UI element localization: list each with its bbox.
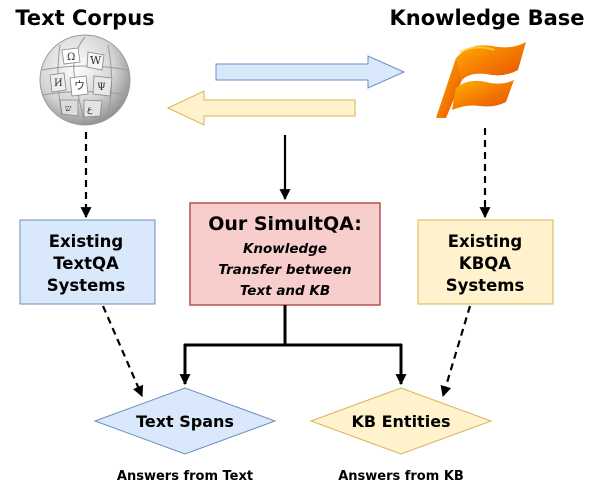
text-direction-arrow [166,90,356,126]
textqa-to-text-spans-arrow [101,305,144,398]
svg-text:ウ: ウ [74,79,85,92]
simultqa-branch-arrows [179,305,407,386]
kbqa-line-3: Systems [446,276,525,295]
answers-from-kb-caption: Answers from KB [338,469,464,484]
textqa-line-3: Systems [47,276,126,295]
textqa-line-1: Existing [49,232,124,251]
freebase-logo-icon [436,42,526,118]
kbqa-line-1: Existing [448,232,523,251]
simultqa-sub-line-1: Knowledge [243,241,327,257]
textqa-line-2: TextQA [53,254,119,273]
simultqa-sub-line-3: Text and KB [240,283,330,299]
kbqa-to-kb-entities-arrow [440,305,472,398]
svg-text:ع: ع [87,105,93,115]
knowledge-base-header: Knowledge Base [389,6,584,30]
kb-direction-arrow [215,55,406,89]
svg-text:W: W [90,54,102,67]
svg-text:Ψ: Ψ [97,82,106,93]
svg-text:И: И [54,78,63,89]
svg-text:ש: ש [65,104,72,114]
simultqa-sub-line-2: Transfer between [218,262,351,278]
svg-text:Ω: Ω [67,52,75,63]
text-spans-diamond [93,387,277,455]
simultqa-title: Our SimultQA: [208,213,362,235]
answers-from-text-caption: Answers from Text [117,469,253,484]
textqa-box [19,219,156,305]
wikipedia-globe-icon: Ω W И ウ Ψ ש ع [39,34,131,126]
text-corpus-header: Text Corpus [15,6,154,30]
kb-entities-label: KB Entities [351,412,450,431]
kb-entities-diamond [309,387,493,455]
text-spans-label: Text Spans [136,412,234,431]
kbqa-line-2: KBQA [459,254,511,273]
kbqa-box [417,219,554,305]
